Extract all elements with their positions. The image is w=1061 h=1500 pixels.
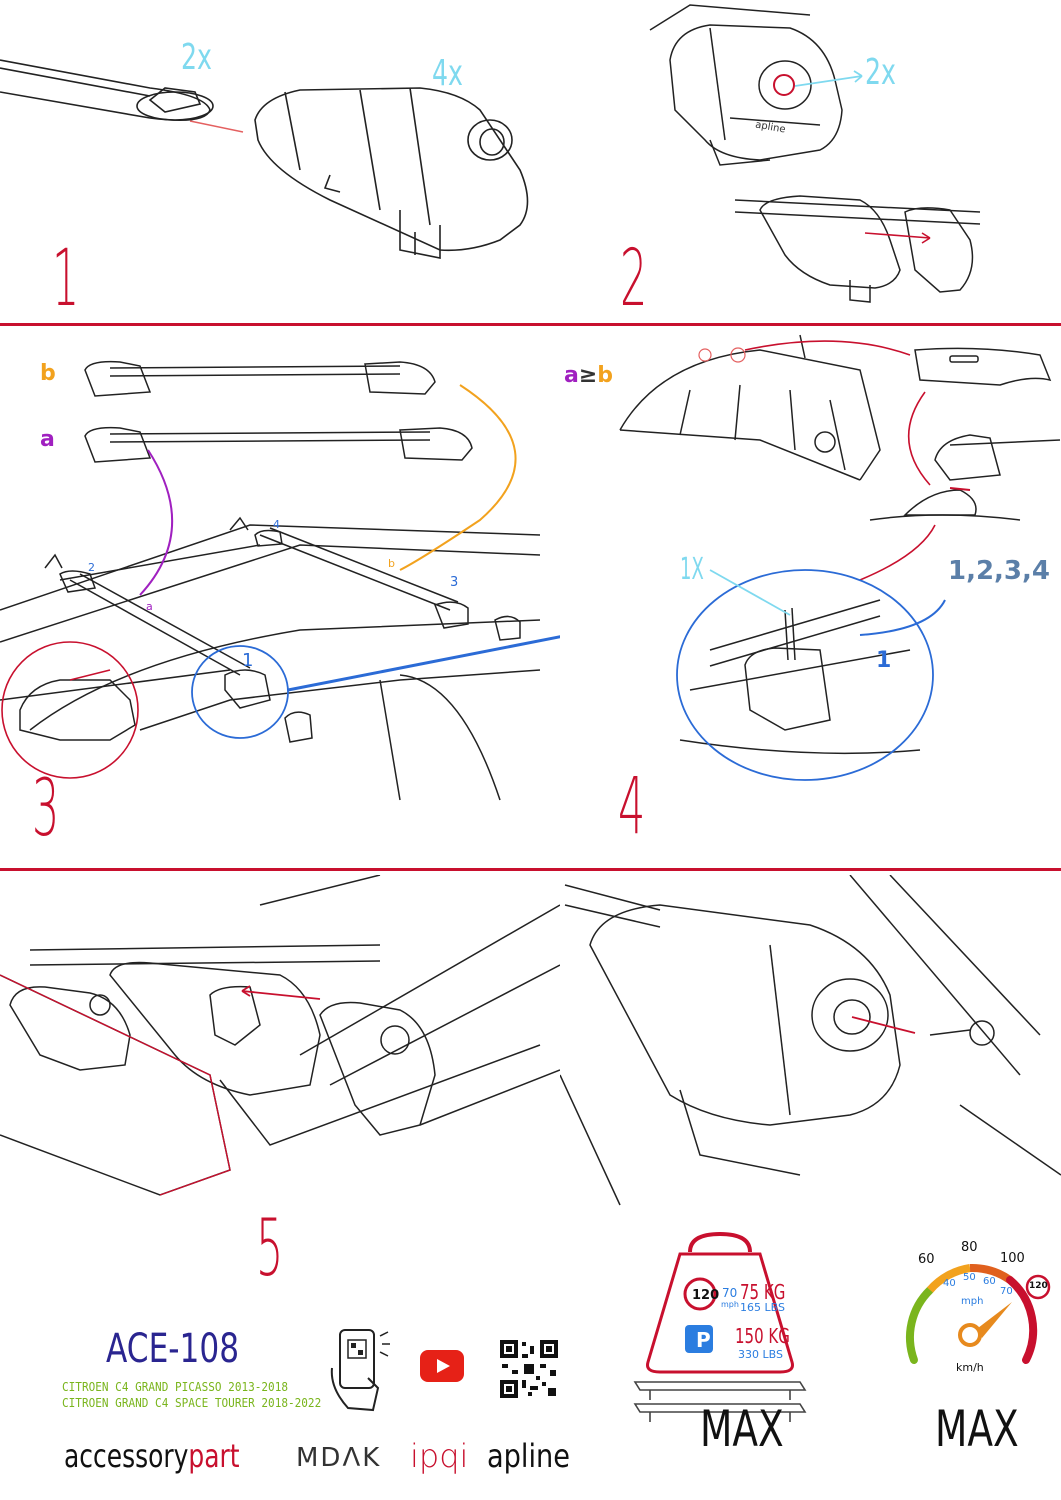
speedo-tick-100: 100: [1000, 1251, 1025, 1266]
turn-quantity-label: 1X: [680, 552, 704, 587]
vehicle-2: CITROEN GRAND C4 SPACE TOURER 2018-2022: [62, 1396, 322, 1410]
step-5-number: 5: [256, 1204, 284, 1294]
step-5-illustration: [0, 875, 560, 1196]
section-divider-top: [0, 323, 1061, 326]
vehicle-list: CITROEN C4 GRAND PICASSO 2013-2018 CITRO…: [62, 1379, 321, 1411]
position-1-label: 1: [242, 650, 254, 671]
position-3-label: 3: [450, 575, 459, 590]
position-1-zoom-label: 1: [876, 648, 892, 673]
load-weight-graphic: [630, 1232, 810, 1447]
small-b-label: b: [388, 557, 395, 570]
speed-mph-unit: mph: [721, 1300, 739, 1309]
step-6-illustration: [560, 875, 1061, 1206]
speedo-tick-80: 80: [961, 1240, 978, 1255]
speedo-inner-70: 70: [1000, 1286, 1013, 1297]
speedo-limit-sign-text: 120: [1029, 1281, 1048, 1291]
step-2-panel: 2x apline 2: [560, 0, 1061, 320]
speedo-tick-60: 60: [918, 1252, 935, 1267]
speed-mph-value: 70: [722, 1286, 738, 1300]
step-6-panel: 6: [560, 875, 1061, 1215]
step-4-number: 4: [618, 762, 646, 852]
section-divider-middle: [0, 868, 1061, 871]
driving-load-kg: 75 KG: [740, 1280, 786, 1304]
step-2-number: 2: [620, 234, 648, 320]
parking-load-lbs: 330 LBS: [738, 1348, 783, 1361]
position-2-label: 2: [88, 561, 95, 574]
bar-a-label: a: [40, 427, 55, 452]
phone-scan-icon: [328, 1328, 394, 1412]
step-4-panel: a≥b 1X 1,2,3,4 1 4: [560, 330, 1061, 860]
step-1-panel: 2x 4x 1: [0, 0, 560, 320]
load-max-label: MAX: [700, 1400, 784, 1458]
step-1-number: 1: [52, 234, 80, 320]
brand-mdak: MDΛK: [296, 1443, 382, 1473]
foot-quantity-label: 4x: [432, 53, 463, 94]
youtube-icon[interactable]: [420, 1350, 464, 1382]
speedo-mph-unit: mph: [961, 1296, 984, 1307]
brand-accessorypart: accessorypart: [64, 1440, 240, 1472]
tightening-sequence-label: 1,2,3,4: [948, 556, 1050, 586]
speedo-inner-50: 50: [963, 1272, 976, 1283]
product-model: ACE-108: [106, 1326, 240, 1372]
brand-part-text: part: [188, 1437, 240, 1475]
bar-quantity-label: 2x: [181, 37, 212, 78]
driving-load-lbs: 165 LBS: [740, 1301, 785, 1314]
step-3-panel: b a 2 4 3 1 a b 3: [0, 330, 560, 860]
position-4-label: 4: [273, 518, 280, 531]
step-3-number: 3: [32, 764, 60, 854]
parking-sign-text: P: [696, 1328, 711, 1352]
speed-max-label: MAX: [935, 1400, 1019, 1458]
brand-apline: apline: [487, 1437, 571, 1475]
speedo-kmh-unit: km/h: [956, 1361, 984, 1374]
vehicle-1: CITROEN C4 GRAND PICASSO 2013-2018: [62, 1380, 288, 1394]
step-4-illustration: [619, 334, 1061, 781]
lock-quantity-label: 2x: [865, 52, 896, 93]
qr-code-icon[interactable]: [500, 1340, 558, 1398]
small-a-label: a: [146, 600, 153, 613]
condition-label: a≥b: [564, 363, 614, 388]
step-3-illustration: [0, 360, 560, 801]
brand-ipqi: ipqi: [410, 1437, 469, 1475]
speedometer-graphic: [900, 1240, 1060, 1380]
bar-b-label: b: [40, 361, 56, 386]
step-1-illustration: [0, 59, 529, 259]
step-5-panel: 5: [0, 875, 560, 1305]
speedo-inner-40: 40: [943, 1278, 956, 1289]
speed-limit-sign-text: 120: [692, 1288, 720, 1303]
brand-accessory-text: accessory: [64, 1437, 189, 1475]
step-2-illustration: [649, 4, 981, 303]
speedo-inner-60: 60: [983, 1276, 996, 1287]
parking-load-kg: 150 KG: [735, 1324, 790, 1348]
